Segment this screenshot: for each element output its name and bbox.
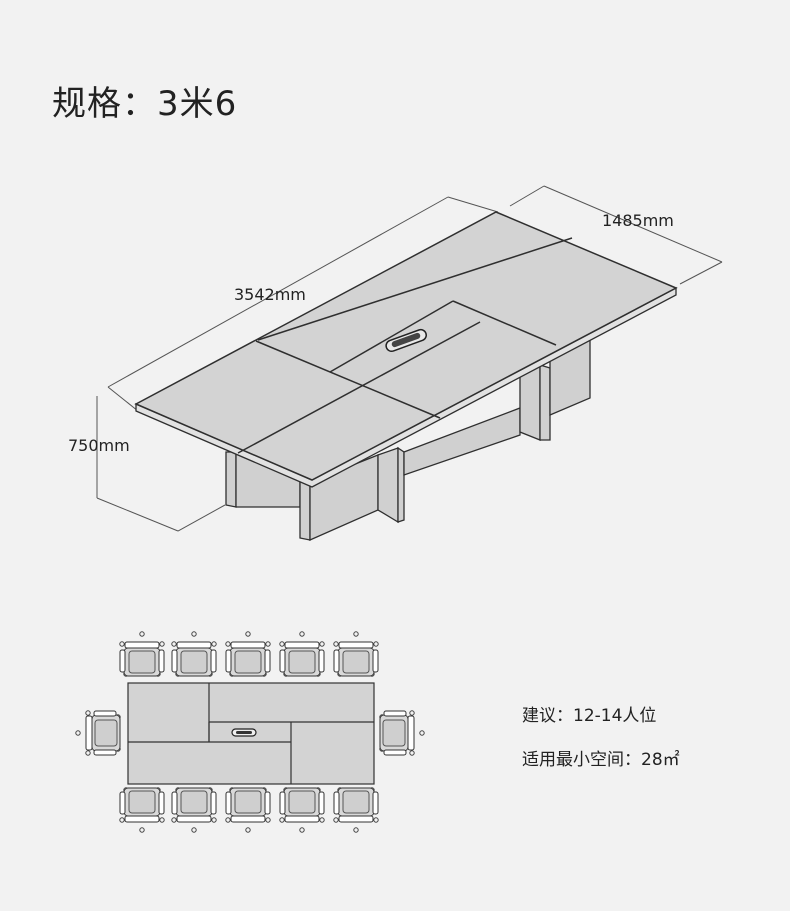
isometric-table-drawing xyxy=(96,185,723,541)
grommet-icon xyxy=(385,328,427,353)
plan-view-drawing xyxy=(75,631,425,833)
table-legs xyxy=(225,339,591,541)
dimension-lines xyxy=(96,185,723,532)
chairs-bottom-row xyxy=(119,787,379,833)
spec-title: 规格：3米6 xyxy=(52,84,238,124)
height-label: 750mm xyxy=(68,436,130,455)
length-label: 3542mm xyxy=(234,285,306,304)
width-label: 1485mm xyxy=(602,211,674,230)
recommended-seats: 建议：12-14人位 xyxy=(522,706,657,726)
minimum-space: 适用最小空间：28㎡ xyxy=(522,750,680,770)
panel-seams xyxy=(237,237,573,454)
chairs-top-row xyxy=(119,631,379,677)
plan-grommet-icon xyxy=(231,728,257,737)
